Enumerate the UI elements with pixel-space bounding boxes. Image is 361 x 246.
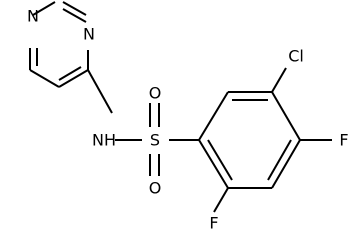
bond-c6-f	[213, 187, 229, 213]
bond-c2-n3-outer	[62, 1, 87, 16]
pyrimidine-ring	[29, 1, 89, 88]
bond-c4-nh	[87, 69, 113, 114]
bond-c6-c1	[198, 139, 229, 189]
bond-c6-c1-inner	[207, 139, 233, 181]
atom-label-cl: Cl	[288, 47, 304, 66]
benzene-ring	[198, 91, 301, 189]
structure-canvas: N N NH S O O Cl F F	[27, 1, 349, 233]
sulfonamide-linker	[87, 69, 199, 176]
bond-c3-c4	[271, 91, 301, 141]
bond-c2-n3-inner	[62, 8, 87, 23]
bond-c1-c2	[198, 91, 229, 141]
atom-label-n-pyrimidine-right: N	[83, 25, 95, 44]
atom-label-f-para: F	[339, 131, 348, 150]
bond-c3-cl	[271, 67, 287, 93]
bond-c4-c5-inner	[267, 139, 292, 181]
bond-c4-c5-outer	[58, 69, 89, 88]
bond-n1-c2	[32, 1, 56, 16]
atom-label-s: S	[150, 131, 160, 150]
atom-label-nh: NH	[92, 131, 116, 150]
atom-label-f-ortho: F	[209, 214, 218, 233]
bond-c5-c6	[29, 69, 60, 88]
atom-label-o-top: O	[149, 84, 162, 103]
atom-label-n-pyrimidine-top: N	[27, 7, 39, 26]
atom-label-o-bottom: O	[149, 179, 162, 198]
molecule-diagram: N N NH S O O Cl F F	[27, 1, 349, 233]
bond-c4-c5-inner	[58, 66, 82, 81]
bond-c4-c5	[271, 139, 301, 189]
